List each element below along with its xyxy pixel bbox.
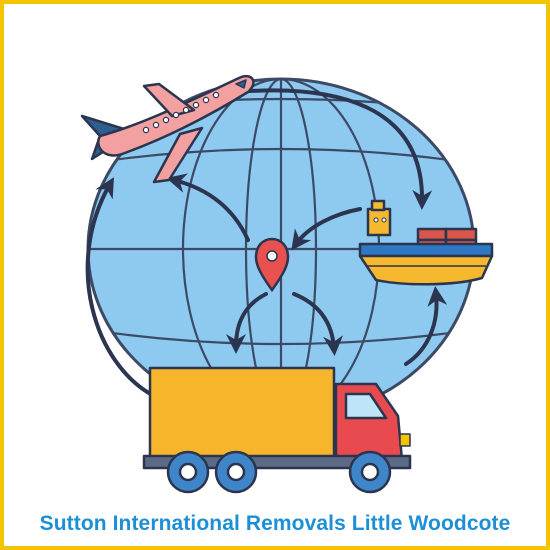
arrow-truck-to-plane	[85, 177, 156, 398]
logistics-illustration	[80, 75, 494, 494]
arrow-pin-to-truck-right	[292, 292, 344, 356]
truck-icon	[142, 366, 412, 494]
arrow-pin-to-truck-left	[226, 292, 268, 354]
airplane-icon	[80, 75, 255, 184]
route-arrows	[85, 88, 448, 398]
arrow-pin-to-plane	[166, 173, 250, 242]
arrow-plane-to-ship	[234, 88, 433, 210]
location-pin-icon	[254, 237, 290, 293]
arrow-ship-to-pin	[291, 207, 362, 251]
arrow-truck-to-ship	[404, 286, 448, 366]
caption-text: Sutton International Removals Little Woo…	[39, 512, 511, 535]
cargo-ship-icon	[358, 199, 494, 286]
